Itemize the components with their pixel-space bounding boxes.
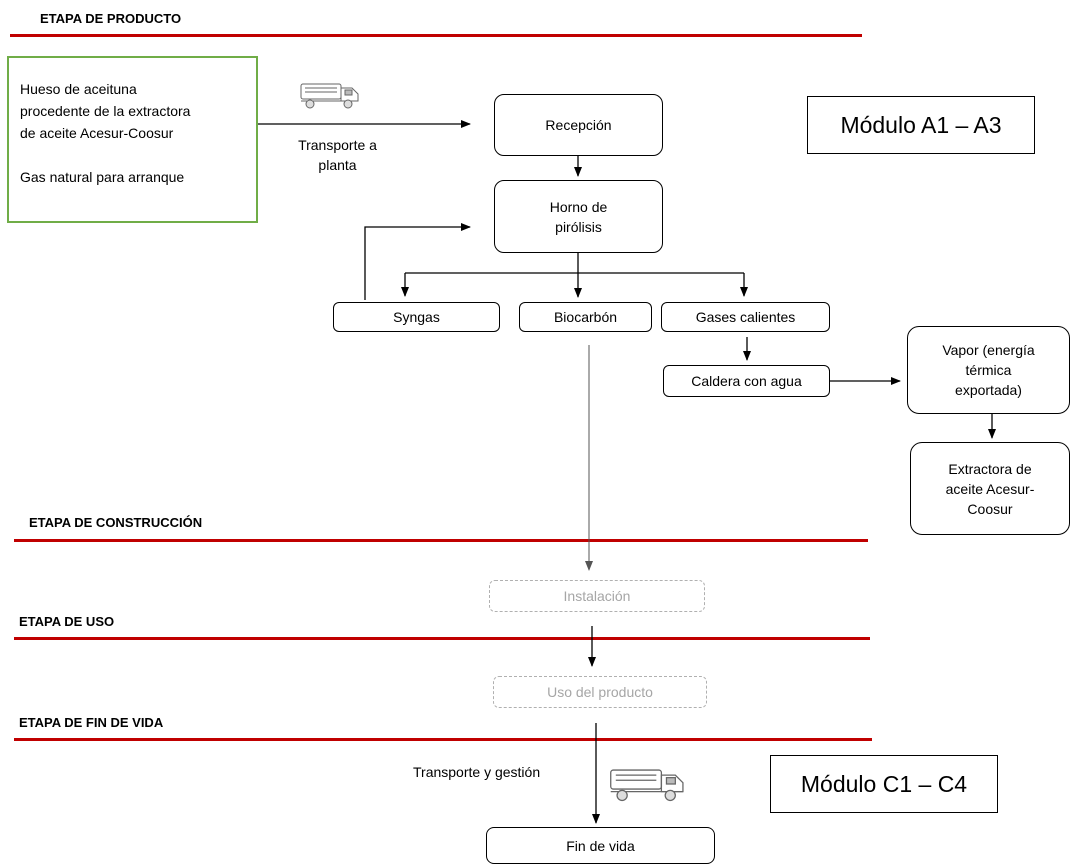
inputs-line-3: de aceite Acesur-Coosur [20,125,174,141]
module-a1-a3: Módulo A1 – A3 [807,96,1035,154]
stage-title-end-of-life: ETAPA DE FIN DE VIDA [19,715,164,730]
hot-gases-label: Gases calientes [695,309,796,325]
stage-divider-product [10,34,862,37]
module-c1-c4-label: Módulo C1 – C4 [800,770,968,797]
steam-node: Vapor (energía térmica exportada) [907,326,1070,414]
boiler-node: Caldera con agua [663,365,830,397]
product-use-label: Uso del producto [547,684,653,700]
inputs-line-4: Gas natural para arranque [20,169,185,185]
syngas-label: Syngas [393,309,440,325]
transport-to-plant-label: Transporte a planta [280,135,395,175]
syngas-node: Syngas [333,302,500,332]
stage-divider-construction [14,539,868,542]
stage-title-construction: ETAPA DE CONSTRUCCIÓN [29,515,203,530]
reception-node: Recepción [494,94,663,156]
end-of-life-label: Fin de vida [566,837,635,854]
stage-title-use: ETAPA DE USO [19,614,115,629]
truck-icon [610,769,684,802]
biochar-label: Biocarbón [553,309,618,325]
extractor-node: Extractora de aceite Acesur- Coosur [910,442,1070,535]
steam-label-line-1: Vapor (energía [942,342,1035,358]
extractor-label-line-2: aceite Acesur- [945,480,1035,497]
inputs-line-2: procedente de la extractora [20,103,191,119]
steam-label-line-2: térmica [965,362,1012,378]
extractor-label-line-1: Extractora de [948,460,1032,477]
transport-to-plant-line-2: planta [318,157,357,173]
biochar-node: Biocarbón [519,302,652,332]
extractor-label-line-3: Coosur [967,500,1013,517]
truck-icon [300,83,359,109]
pyrolysis-furnace-node: Horno de pirólisis [494,180,663,253]
arrow-syngas-loop [364,223,471,300]
furnace-label-line-2: pirólisis [555,218,602,235]
inputs-box: Hueso de aceituna procedente de la extra… [7,56,258,223]
module-c1-c4: Módulo C1 – C4 [770,755,998,813]
stage-divider-use [14,637,870,640]
installation-node: Instalación [489,580,705,612]
hot-gases-node: Gases calientes [661,302,830,332]
stage-title-product: ETAPA DE PRODUCTO [40,11,182,26]
end-of-life-node: Fin de vida [486,827,715,864]
transport-management-label: Transporte y gestión [413,764,541,780]
furnace-label-line-1: Horno de [549,198,608,215]
stage-divider-end-of-life [14,738,872,741]
product-use-node: Uso del producto [493,676,707,708]
module-a1-a3-label: Módulo A1 – A3 [840,111,1002,138]
reception-label: Recepción [545,117,612,133]
boiler-label: Caldera con agua [691,373,802,389]
transport-to-plant-line-1: Transporte a [298,137,377,153]
inputs-line-1: Hueso de aceituna [20,81,137,97]
installation-label: Instalación [563,588,631,604]
steam-label-line-3: exportada) [955,382,1022,398]
